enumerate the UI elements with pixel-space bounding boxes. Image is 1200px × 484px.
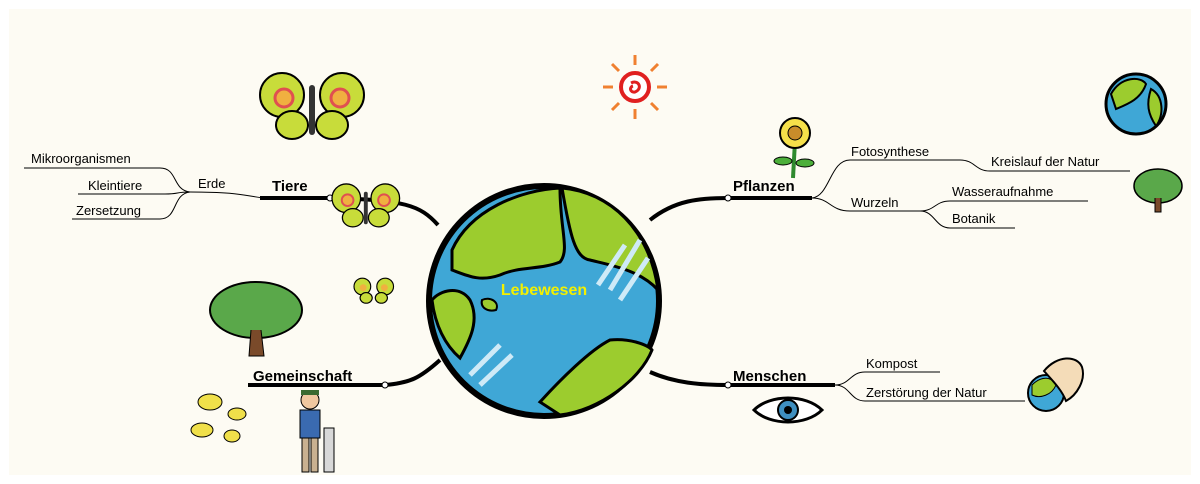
branch-gemeinschaft[interactable]: Gemeinschaft	[253, 368, 352, 385]
butterfly-icon	[354, 278, 394, 303]
subtopic-kompost[interactable]: Kompost	[866, 356, 917, 371]
birds-icon	[191, 394, 246, 442]
subtopic-zersetzung[interactable]: Zersetzung	[76, 203, 141, 218]
person-icon	[300, 390, 334, 472]
subtopic-kleintiere[interactable]: Kleintiere	[88, 178, 142, 193]
globe-icon	[1106, 74, 1166, 134]
tiere-subbranches	[24, 168, 264, 219]
eye-icon	[754, 398, 822, 422]
butterfly-icon	[332, 184, 400, 227]
branch-tiere[interactable]: Tiere	[272, 178, 308, 195]
subtopic-erde[interactable]: Erde	[198, 176, 225, 191]
subtopic-kreislauf-der-natur[interactable]: Kreislauf der Natur	[991, 154, 1099, 169]
subtopic-wasseraufnahme[interactable]: Wasseraufnahme	[952, 184, 1053, 199]
branch-pflanzen[interactable]: Pflanzen	[733, 178, 795, 195]
subtopic-botanik[interactable]: Botanik	[952, 211, 995, 226]
sun-icon	[603, 55, 667, 119]
subtopic-mikroorganismen[interactable]: Mikroorganismen	[31, 151, 131, 166]
butterfly-icon	[260, 73, 364, 139]
subtopic-wurzeln[interactable]: Wurzeln	[851, 195, 898, 210]
central-topic-label[interactable]: Lebewesen	[456, 282, 632, 300]
hand-globe-icon	[1028, 358, 1083, 411]
central-globe-icon	[429, 186, 659, 416]
branch-menschen[interactable]: Menschen	[733, 368, 806, 385]
subtopic-fotosynthese[interactable]: Fotosynthese	[851, 144, 929, 159]
subtopic-zerstoerung-der-natur[interactable]: Zerstörung der Natur	[866, 385, 987, 400]
branch-line-pflanzen	[650, 198, 812, 220]
sunflower-icon	[774, 118, 814, 178]
tree-icon	[1134, 169, 1182, 212]
tree-icon	[210, 282, 302, 356]
